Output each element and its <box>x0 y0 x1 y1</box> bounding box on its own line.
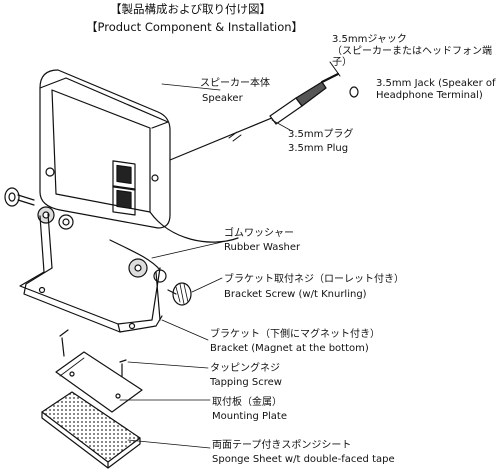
label-tapping-jp: タッピングネジ <box>210 363 280 374</box>
label-jack-en: 3.5mm Jack (Speaker of Headphone Termina… <box>376 78 496 101</box>
label-sponge-en: Sponge Sheet w/t double-faced tape <box>212 454 395 465</box>
label-sponge-jp: 両面テープ付きスポンジシート <box>212 440 352 451</box>
label-speaker-en: Speaker <box>202 93 243 104</box>
label-speaker-jp: スピーカー本体 <box>200 78 270 89</box>
title-en: 【Product Component & Installation】 <box>86 20 304 34</box>
speaker-body <box>39 69 171 229</box>
label-washer-en: Rubber Washer <box>224 242 301 253</box>
label-plug-jp: 3.5mmプラグ <box>288 129 354 140</box>
title-jp: 【製品構成および取り付け図】 <box>110 2 271 16</box>
left-screw <box>4 187 35 207</box>
label-washer-jp: ゴムワッシャー <box>224 228 294 239</box>
mounting-plate-shape <box>55 351 143 413</box>
label-bracket-en: Bracket (Magnet at the bottom) <box>210 343 369 354</box>
label-bracket-jp: ブラケット（下側にマグネット付き） <box>210 329 380 340</box>
label-jack-jp: 3.5mmジャック （スピーカーまたはヘッドフォン端子） <box>332 34 500 69</box>
label-plate-en: Mounting Plate <box>212 411 287 422</box>
label-tapping-en: Tapping Screw <box>210 377 282 388</box>
label-jack-jp-text: 3.5mmジャック （スピーカーまたはヘッドフォン端子） <box>332 34 492 68</box>
label-plug-en: 3.5mm Plug <box>288 143 349 154</box>
knurled-screw <box>167 282 192 306</box>
plug-shape <box>269 72 340 125</box>
label-plate-jp: 取付板（金属） <box>212 397 282 408</box>
tapping-screws <box>59 329 127 379</box>
label-bracket-screw-jp: ブラケット取付ネジ（ローレット付き） <box>224 274 404 285</box>
label-bracket-screw-en: Bracket Screw (w/t Knurling) <box>224 289 367 300</box>
label-jack-en-text: 3.5mm Jack (Speaker of Headphone Termina… <box>376 78 496 101</box>
jack-ring <box>349 86 359 98</box>
bracket-shape <box>19 213 163 333</box>
